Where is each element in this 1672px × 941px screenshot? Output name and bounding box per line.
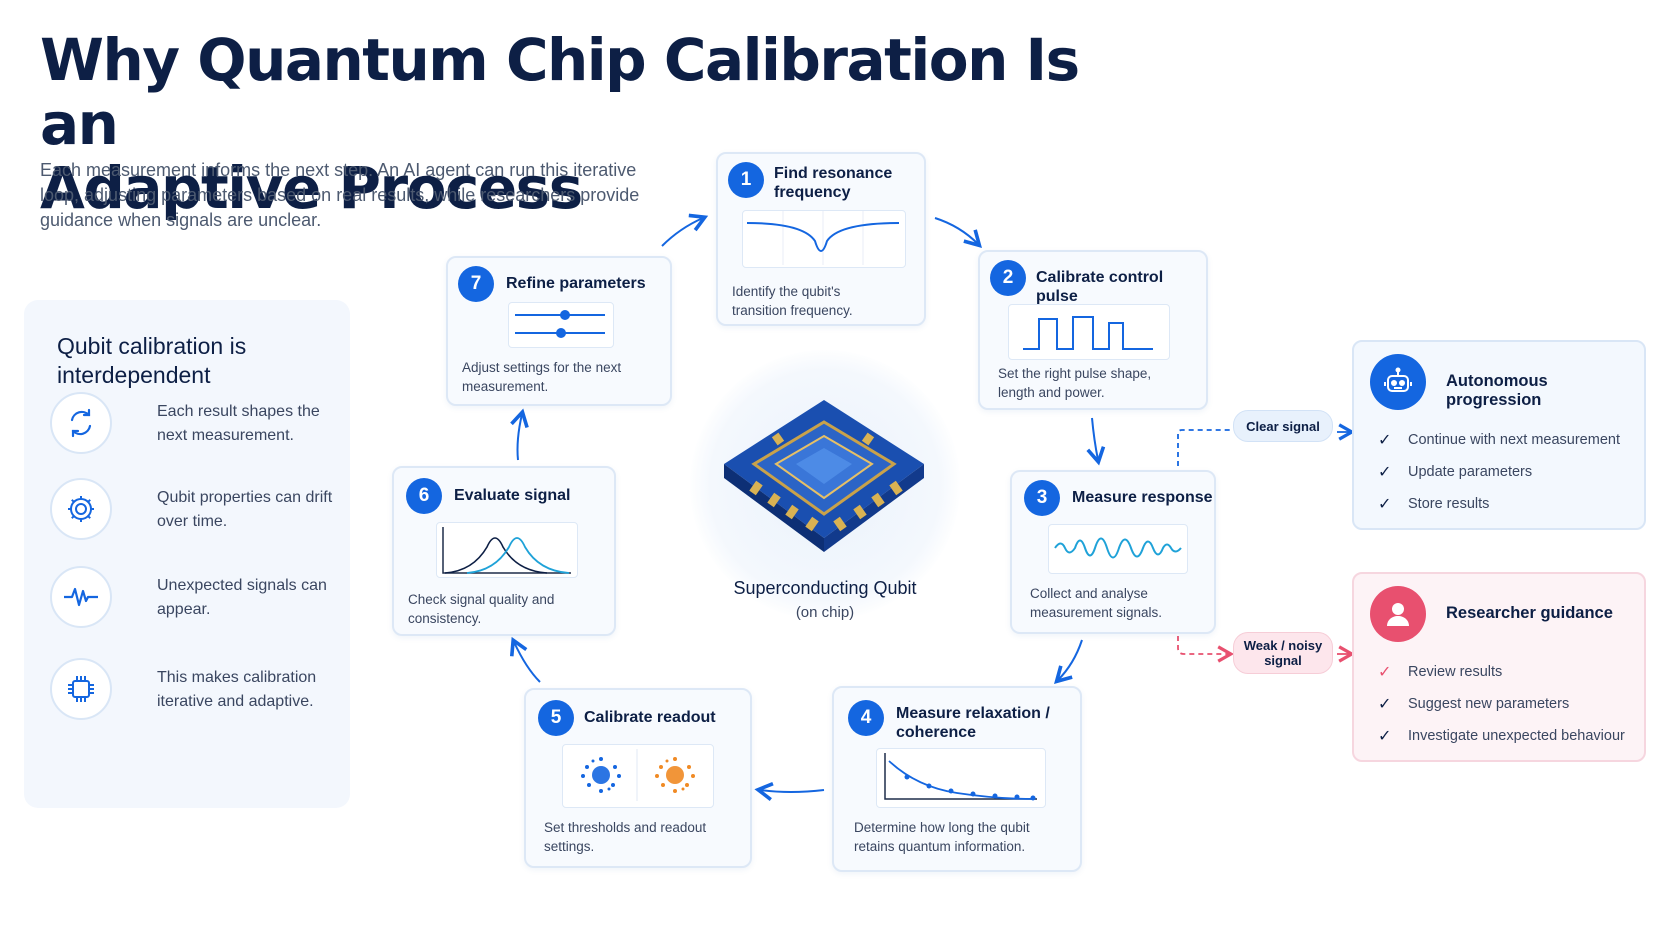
autonomous-item: ✓Store results [1378,496,1490,513]
title-line-2: Adaptive Process [40,154,583,222]
arrow-5-to-6 [509,636,541,683]
qubit-chip-icon [724,400,924,552]
step-number-badge: 2 [990,260,1026,296]
step-title: Evaluate signal [454,487,571,504]
left-panel: Qubit calibration is interdependent Each… [24,300,350,808]
autonomous-progression-box: Autonomous progression ✓Continue with ne… [1352,340,1646,530]
left-panel-item: Unexpected signals can appear. [50,566,340,628]
step-card-7: 7 Refine parameters Adjust settings for … [446,256,672,406]
left-panel-heading: Qubit calibration is interdependent [57,333,247,388]
subtitle: Each measurement informs the next step. … [40,160,640,230]
step-description: Check signal quality and consistency. [408,592,555,626]
left-panel-item-text: This makes calibration iterative and ada… [157,669,317,710]
resonance-plot [742,210,906,268]
left-panel-item-text: Qubit properties can drift over time. [157,489,333,530]
step-title: Calibrate control pulse [1036,269,1164,305]
response-plot [1048,524,1188,574]
chip-icon [50,658,112,720]
step-card-3: 3 Measure response Collect and analyse m… [1010,470,1216,634]
step-description: Determine how long the qubit retains qua… [854,820,1030,854]
arrow-2-to-3 [1086,417,1106,466]
check-icon: ✓ [1378,696,1392,713]
readout-clusters [562,744,714,808]
step-card-2: 2 Calibrate control pulse Set the right … [978,250,1208,410]
waveform-icon [50,566,112,628]
clear-signal-pill: Clear signal [1233,410,1333,442]
left-panel-item-text: Each result shapes the next measurement. [157,403,320,444]
step-number-badge: 4 [848,700,884,736]
check-icon: ✓ [1378,464,1392,481]
step-title: Measure relaxation / coherence [896,705,1050,741]
page-title: Why Quantum Chip Calibration Is an Adapt… [40,28,1140,220]
researcher-title: Researcher guidance [1446,604,1613,622]
gear-icon [50,478,112,540]
step-card-6: 6 Evaluate signal Check signal quality a… [392,466,616,636]
researcher-list: ✓Review results ✓Suggest new parameters … [1378,656,1625,752]
step-description: Identify the qubit's transition frequenc… [732,284,853,318]
weak-connector [1177,636,1235,663]
arrow-4-to-5 [754,781,825,801]
parameter-sliders-icon [508,302,614,348]
step-card-4: 4 Measure relaxation / coherence Determi… [832,686,1082,872]
left-panel-item: Qubit properties can drift over time. [50,478,340,540]
arrow-6-to-7 [510,408,529,461]
chip-sublabel: (on chip) [795,604,855,621]
left-panel-item: This makes calibration iterative and ada… [50,658,340,720]
title-line-1: Why Quantum Chip Calibration Is an [40,26,1080,158]
step-number-badge: 5 [538,700,574,736]
arrow-7-to-1 [661,213,709,247]
arrow-3-to-4 [1054,639,1083,684]
step-title: Refine parameters [506,275,646,292]
step-number-badge: 3 [1024,480,1060,516]
check-icon: ✓ [1378,432,1392,449]
decay-plot [876,748,1046,808]
step-title: Measure response [1072,489,1213,506]
pulse-plot [1008,304,1170,360]
signal-distribution-plot [436,522,578,578]
step-description: Set thresholds and readout settings. [544,820,707,854]
researcher-item: ✓Investigate unexpected behaviour [1378,728,1625,745]
refresh-icon [50,392,112,454]
arrow-1-to-2 [934,217,982,248]
check-icon: ✓ [1378,664,1392,681]
step-number-badge: 6 [406,478,442,514]
step-number-badge: 1 [728,162,764,198]
researcher-item: ✓Review results [1378,664,1503,681]
researcher-guidance-box: Researcher guidance ✓Review results ✓Sug… [1352,572,1646,762]
person-icon [1370,586,1426,642]
autonomous-item: ✓Continue with next measurement [1378,432,1620,449]
step-title: Calibrate readout [584,709,716,726]
step-title: Find resonance frequency [774,165,893,201]
chip-label: Superconducting Qubit [733,578,917,598]
check-icon: ✓ [1378,728,1392,745]
step-description: Adjust settings for the next measurement… [462,360,622,394]
robot-icon [1370,354,1426,410]
step-card-1: 1 Find resonance frequency Identify the … [716,152,926,326]
weak-signal-pill: Weak / noisy signal [1233,632,1333,674]
step-description: Collect and analyse measurement signals. [1030,586,1163,620]
check-icon: ✓ [1378,496,1392,513]
step-number-badge: 7 [458,266,494,302]
left-panel-item: Each result shapes the next measurement. [50,392,340,454]
researcher-item: ✓Suggest new parameters [1378,696,1570,713]
step-card-5: 5 Calibrate readout Set thresholds and r… [524,688,752,868]
autonomous-item: ✓Update parameters [1378,464,1533,481]
step-description: Set the right pulse shape, length and po… [998,366,1152,400]
autonomous-list: ✓Continue with next measurement ✓Update … [1378,424,1620,520]
clear-connector [1177,429,1231,466]
left-panel-item-text: Unexpected signals can appear. [157,577,327,618]
autonomous-title: Autonomous progression [1446,372,1548,409]
